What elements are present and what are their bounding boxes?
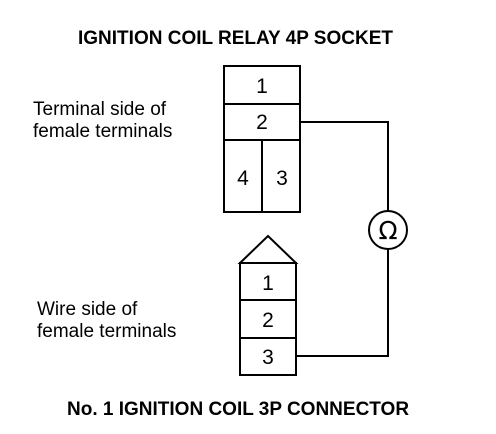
socket-title: IGNITION COIL RELAY 4P SOCKET (78, 28, 393, 49)
connector-terminal-2: 2 (262, 309, 274, 332)
connector-label-line2: female terminals (37, 321, 176, 342)
socket-terminal-2: 2 (256, 111, 268, 134)
connector-title: No. 1 IGNITION COIL 3P CONNECTOR (67, 399, 409, 420)
test-wire-meter-to-connector (296, 249, 389, 357)
socket-terminal-1: 1 (256, 75, 268, 98)
connector-label-line1: Wire side of (37, 299, 138, 320)
ignition-coil-connector-3p: 1 2 3 (237, 234, 299, 376)
socket-label-line1: Terminal side of (33, 99, 167, 120)
socket-label-line2: female terminals (33, 121, 172, 142)
ohm-symbol: Ω (378, 216, 397, 245)
connector-terminal-3: 3 (262, 346, 274, 369)
test-wire-socket-to-meter (300, 121, 389, 211)
connector-terminal-1: 1 (262, 272, 274, 295)
socket-terminal-4: 4 (237, 167, 249, 190)
relay-socket-4p: 1 2 4 3 (223, 65, 301, 213)
socket-terminal-3: 3 (276, 167, 288, 190)
ohmmeter-icon: Ω (368, 210, 408, 250)
